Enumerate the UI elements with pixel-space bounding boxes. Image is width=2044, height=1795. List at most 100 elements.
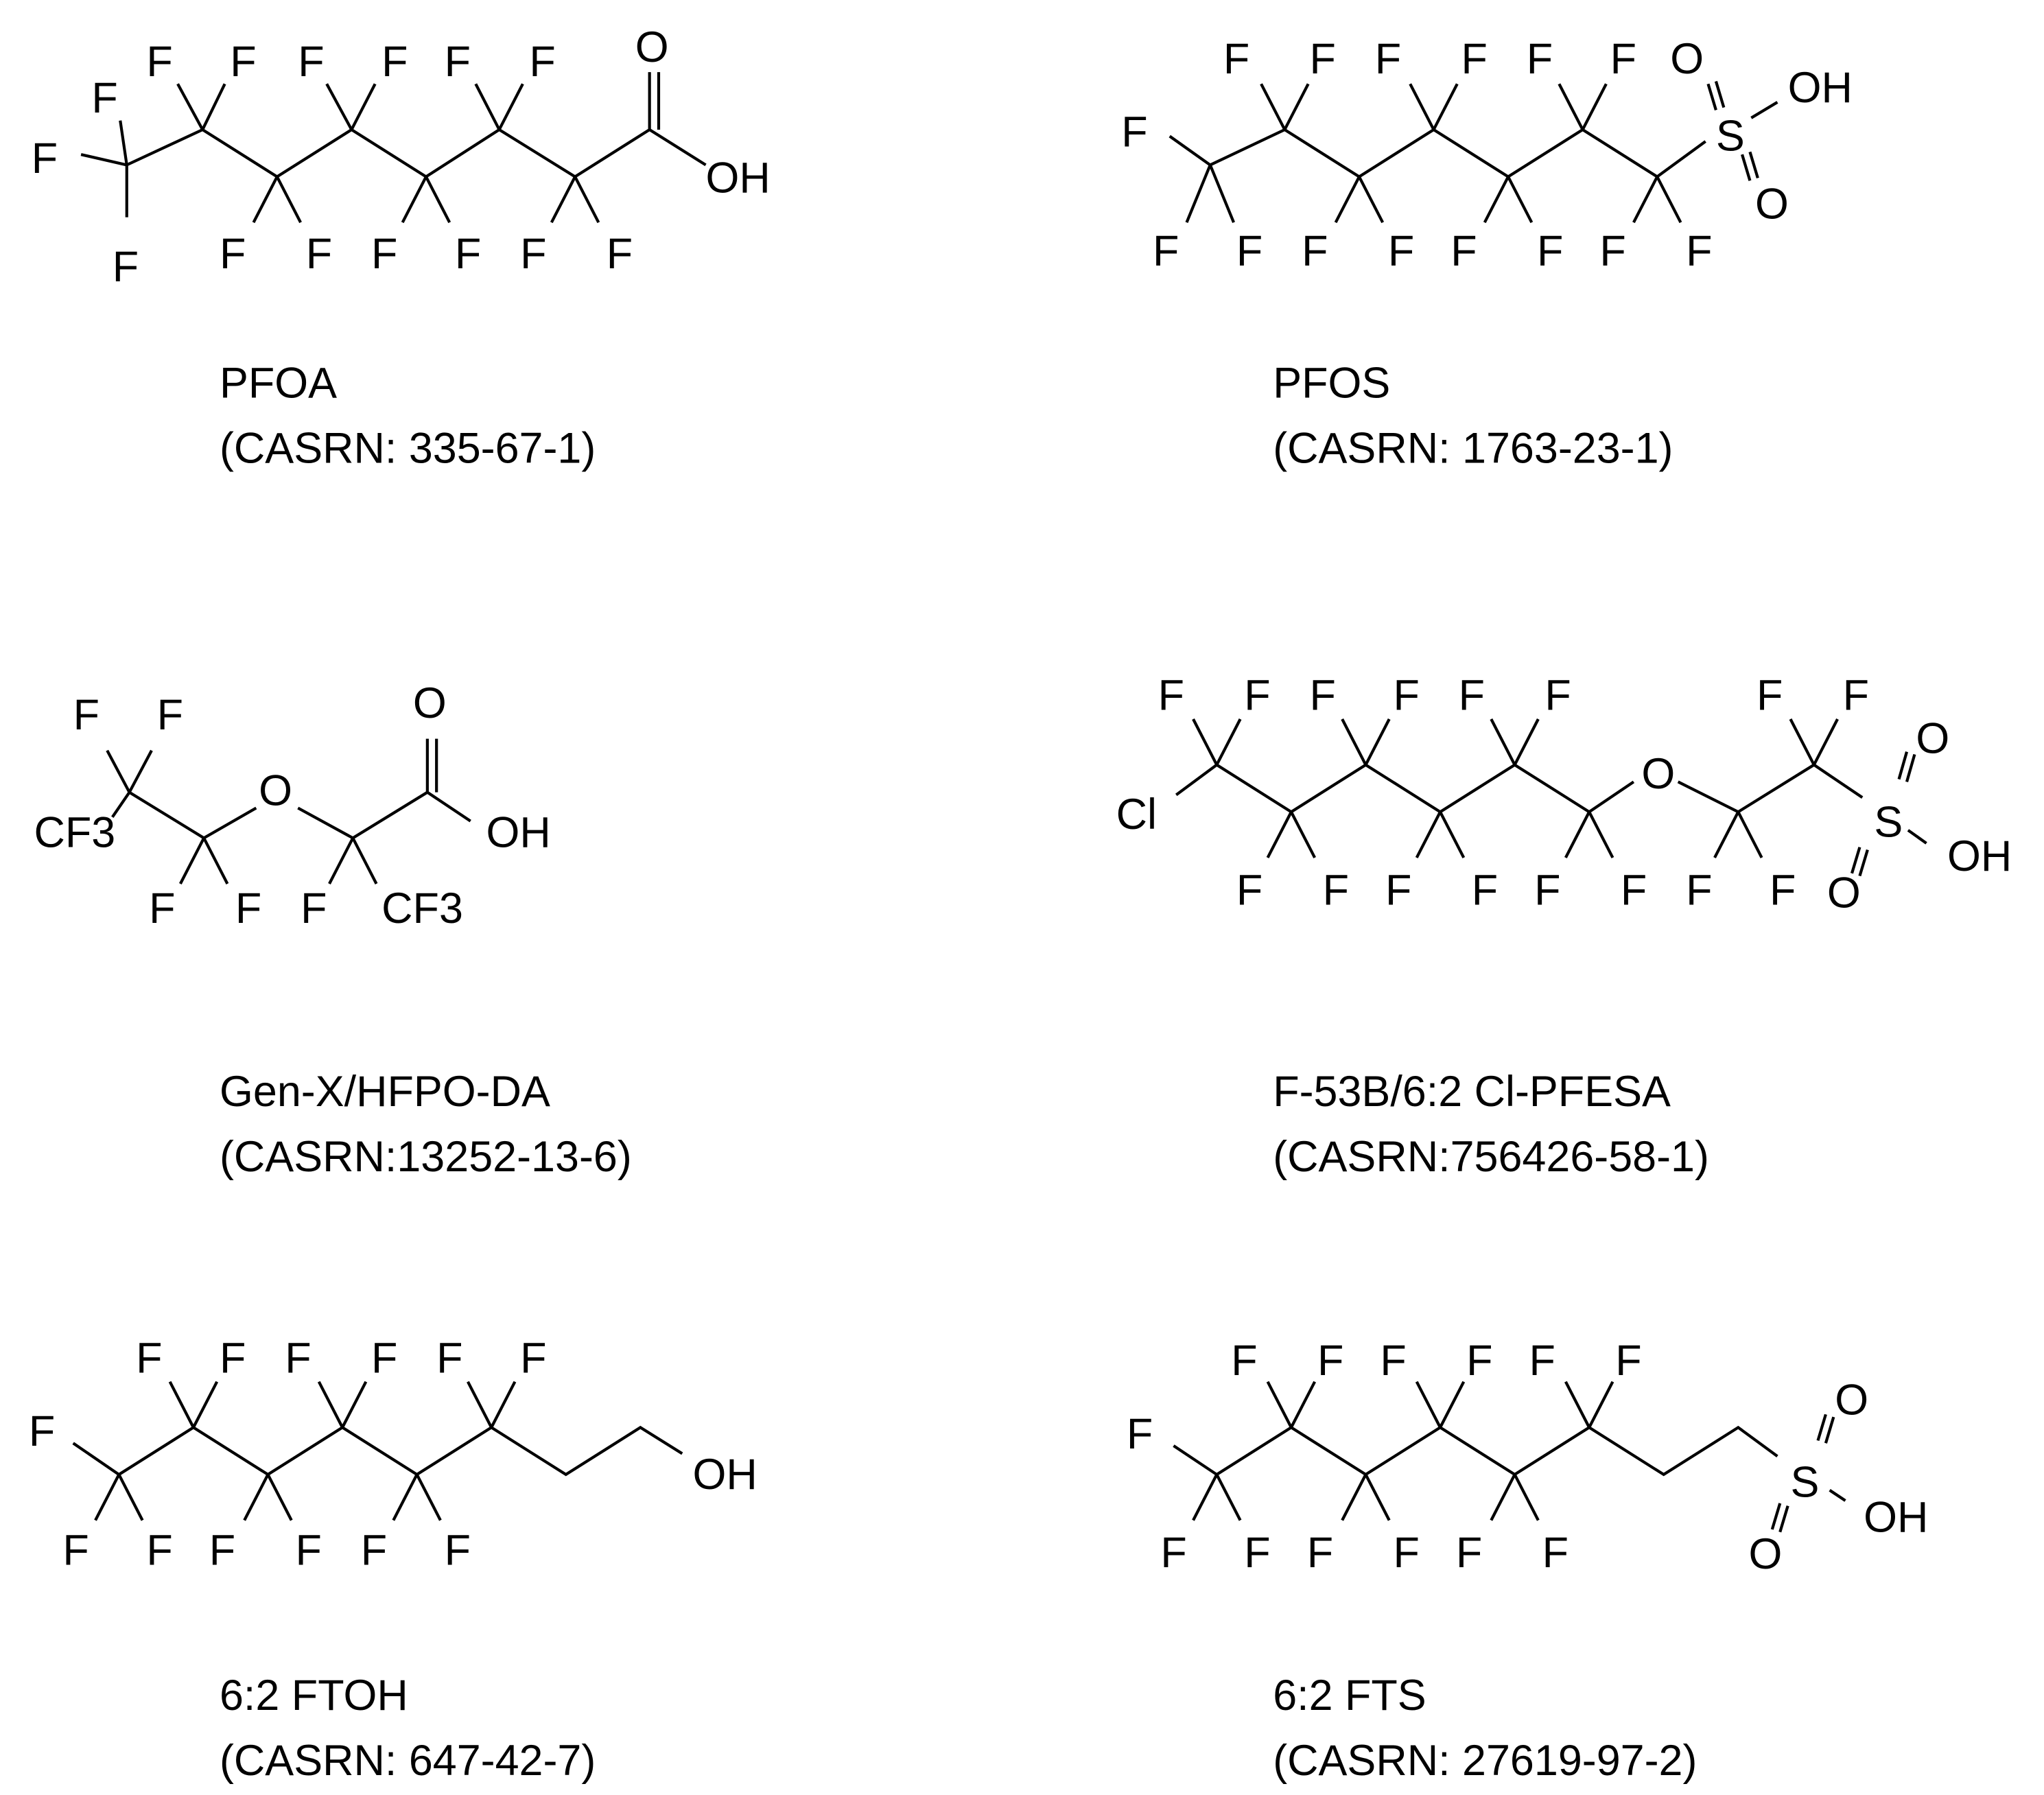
svg-text:F: F — [520, 230, 546, 278]
structure-pfoa: F F F F F F F F F F F F F F F O OH — [32, 23, 771, 291]
svg-text:F: F — [32, 134, 58, 183]
svg-text:F: F — [149, 884, 175, 932]
compound-casrn-genx: (CASRN:13252-13-6) — [220, 1133, 632, 1181]
compound-name-pfoa: PFOA — [220, 359, 337, 407]
compound-name-genx: Gen-X/HFPO-DA — [220, 1068, 550, 1116]
structure-f53b: Cl F F F F F F F F O O S OH O F F F F F … — [1116, 672, 2012, 917]
svg-text:F: F — [1686, 866, 1712, 914]
svg-text:F: F — [371, 230, 397, 278]
structure-ftoh: F F F F F F F OH F F F F F F — [29, 1334, 757, 1574]
svg-text:F: F — [1621, 866, 1647, 914]
svg-text:OH: OH — [486, 809, 551, 857]
svg-text:F: F — [1599, 227, 1625, 275]
svg-text:F: F — [1158, 672, 1184, 720]
svg-text:F: F — [1380, 1337, 1406, 1385]
svg-text:F: F — [445, 38, 471, 86]
svg-text:F: F — [1459, 672, 1485, 720]
compound-name-fts: 6:2 FTS — [1273, 1671, 1426, 1720]
svg-text:F: F — [1160, 1529, 1186, 1577]
compound-casrn-f53b: (CASRN:756426-58-1) — [1273, 1133, 1709, 1181]
svg-text:F: F — [113, 243, 139, 291]
svg-text:F: F — [1393, 1529, 1419, 1577]
svg-text:F: F — [607, 230, 633, 278]
structure-genx: F F CF3 O O OH F F F CF3 — [34, 679, 551, 932]
svg-text:S: S — [1790, 1458, 1819, 1506]
svg-text:F: F — [1231, 1337, 1257, 1385]
svg-text:F: F — [455, 230, 481, 278]
svg-text:F: F — [209, 1526, 235, 1574]
svg-text:F: F — [1310, 672, 1336, 720]
svg-text:O: O — [1749, 1530, 1783, 1578]
svg-text:CF3: CF3 — [34, 809, 116, 857]
svg-text:F: F — [1461, 35, 1487, 83]
svg-text:F: F — [1456, 1529, 1482, 1577]
svg-text:F: F — [146, 38, 172, 86]
structure-pfos: F F F F F F F O OH S O F F F F F F F F — [1121, 35, 1853, 275]
compound-name-ftoh: 6:2 FTOH — [220, 1671, 408, 1720]
svg-text:F: F — [301, 884, 327, 932]
svg-text:F: F — [157, 691, 183, 739]
svg-text:O: O — [635, 23, 669, 71]
svg-text:F: F — [1317, 1337, 1343, 1385]
svg-text:F: F — [381, 38, 408, 86]
svg-text:F: F — [1244, 1529, 1270, 1577]
svg-text:Cl: Cl — [1116, 790, 1157, 838]
svg-text:F: F — [1121, 108, 1147, 156]
svg-text:F: F — [361, 1526, 387, 1574]
svg-text:F: F — [91, 74, 117, 122]
svg-text:F: F — [529, 38, 555, 86]
svg-text:F: F — [1534, 866, 1560, 914]
svg-text:F: F — [29, 1407, 55, 1455]
structure-fts: F F F F F F F O S OH O F F F F F F — [1127, 1337, 1929, 1578]
svg-text:F: F — [1450, 227, 1477, 275]
compound-casrn-fts: (CASRN: 27619-97-2) — [1273, 1737, 1697, 1785]
svg-text:F: F — [230, 38, 256, 86]
svg-text:F: F — [1542, 1529, 1569, 1577]
svg-text:F: F — [1610, 35, 1636, 83]
svg-text:OH: OH — [706, 154, 771, 202]
svg-text:F: F — [1388, 227, 1414, 275]
compound-casrn-pfos: (CASRN: 1763-23-1) — [1273, 425, 1673, 473]
svg-text:F: F — [1127, 1410, 1153, 1458]
compound-casrn-ftoh: (CASRN: 647-42-7) — [220, 1737, 596, 1785]
svg-text:O: O — [1827, 869, 1861, 917]
svg-text:F: F — [1307, 1529, 1333, 1577]
svg-text:F: F — [1244, 672, 1270, 720]
svg-text:F: F — [73, 691, 99, 739]
svg-text:F: F — [306, 230, 332, 278]
compound-casrn-pfoa: (CASRN: 335-67-1) — [220, 425, 596, 473]
svg-text:F: F — [1472, 866, 1498, 914]
svg-text:F: F — [220, 1334, 246, 1382]
svg-text:F: F — [436, 1334, 462, 1382]
svg-text:F: F — [1527, 35, 1553, 83]
svg-text:F: F — [62, 1526, 89, 1574]
svg-text:F: F — [445, 1526, 471, 1574]
svg-text:F: F — [298, 38, 324, 86]
svg-text:F: F — [1686, 227, 1712, 275]
svg-text:F: F — [1770, 866, 1796, 914]
svg-text:F: F — [235, 884, 261, 932]
svg-text:F: F — [146, 1526, 172, 1574]
svg-text:S: S — [1716, 112, 1745, 160]
svg-text:F: F — [1544, 672, 1571, 720]
svg-text:F: F — [1323, 866, 1349, 914]
svg-text:F: F — [1385, 866, 1411, 914]
svg-text:O: O — [1755, 180, 1789, 228]
svg-text:O: O — [1835, 1376, 1868, 1424]
svg-text:OH: OH — [1864, 1494, 1928, 1542]
svg-text:F: F — [136, 1334, 162, 1382]
compound-name-f53b: F-53B/6:2 Cl-PFESA — [1273, 1068, 1671, 1116]
svg-text:F: F — [1757, 672, 1783, 720]
svg-text:F: F — [1153, 227, 1179, 275]
svg-text:F: F — [1529, 1337, 1555, 1385]
svg-text:OH: OH — [693, 1451, 757, 1499]
svg-text:F: F — [1537, 227, 1563, 275]
svg-text:O: O — [259, 767, 292, 815]
svg-text:F: F — [1223, 35, 1249, 83]
svg-text:F: F — [1466, 1337, 1492, 1385]
svg-text:O: O — [1641, 750, 1675, 798]
svg-text:F: F — [1615, 1337, 1641, 1385]
compound-name-pfos: PFOS — [1273, 359, 1390, 407]
